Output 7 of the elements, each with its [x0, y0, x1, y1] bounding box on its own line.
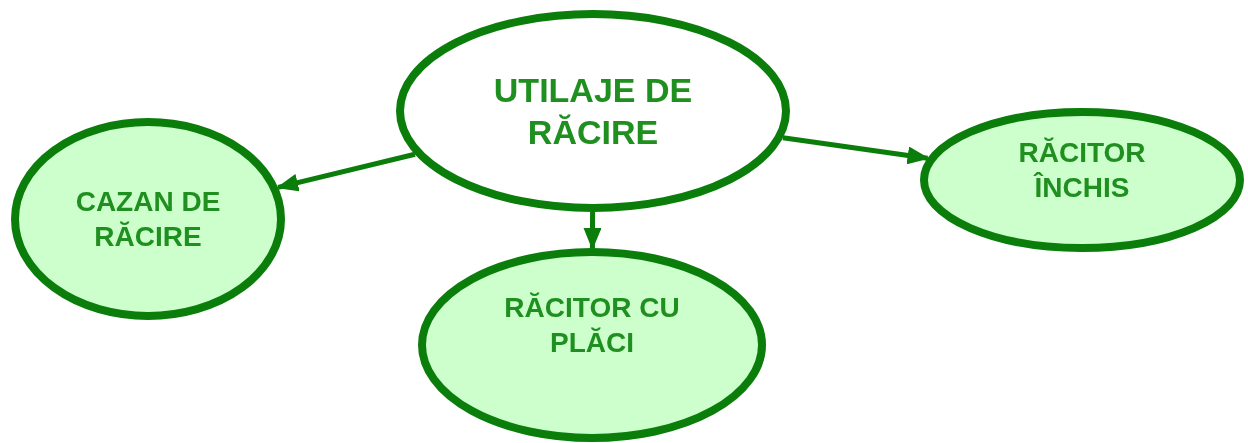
node-label: UTILAJE DE RĂCIRE	[492, 69, 694, 153]
node-label: CAZAN DE RĂCIRE	[74, 185, 222, 254]
arrow	[583, 212, 602, 250]
node-label: RĂCITOR CU PLĂCI	[503, 291, 681, 360]
node-label: RĂCITOR ÎNCHIS	[1017, 136, 1147, 205]
arrow	[276, 151, 416, 192]
arrow	[782, 135, 930, 165]
